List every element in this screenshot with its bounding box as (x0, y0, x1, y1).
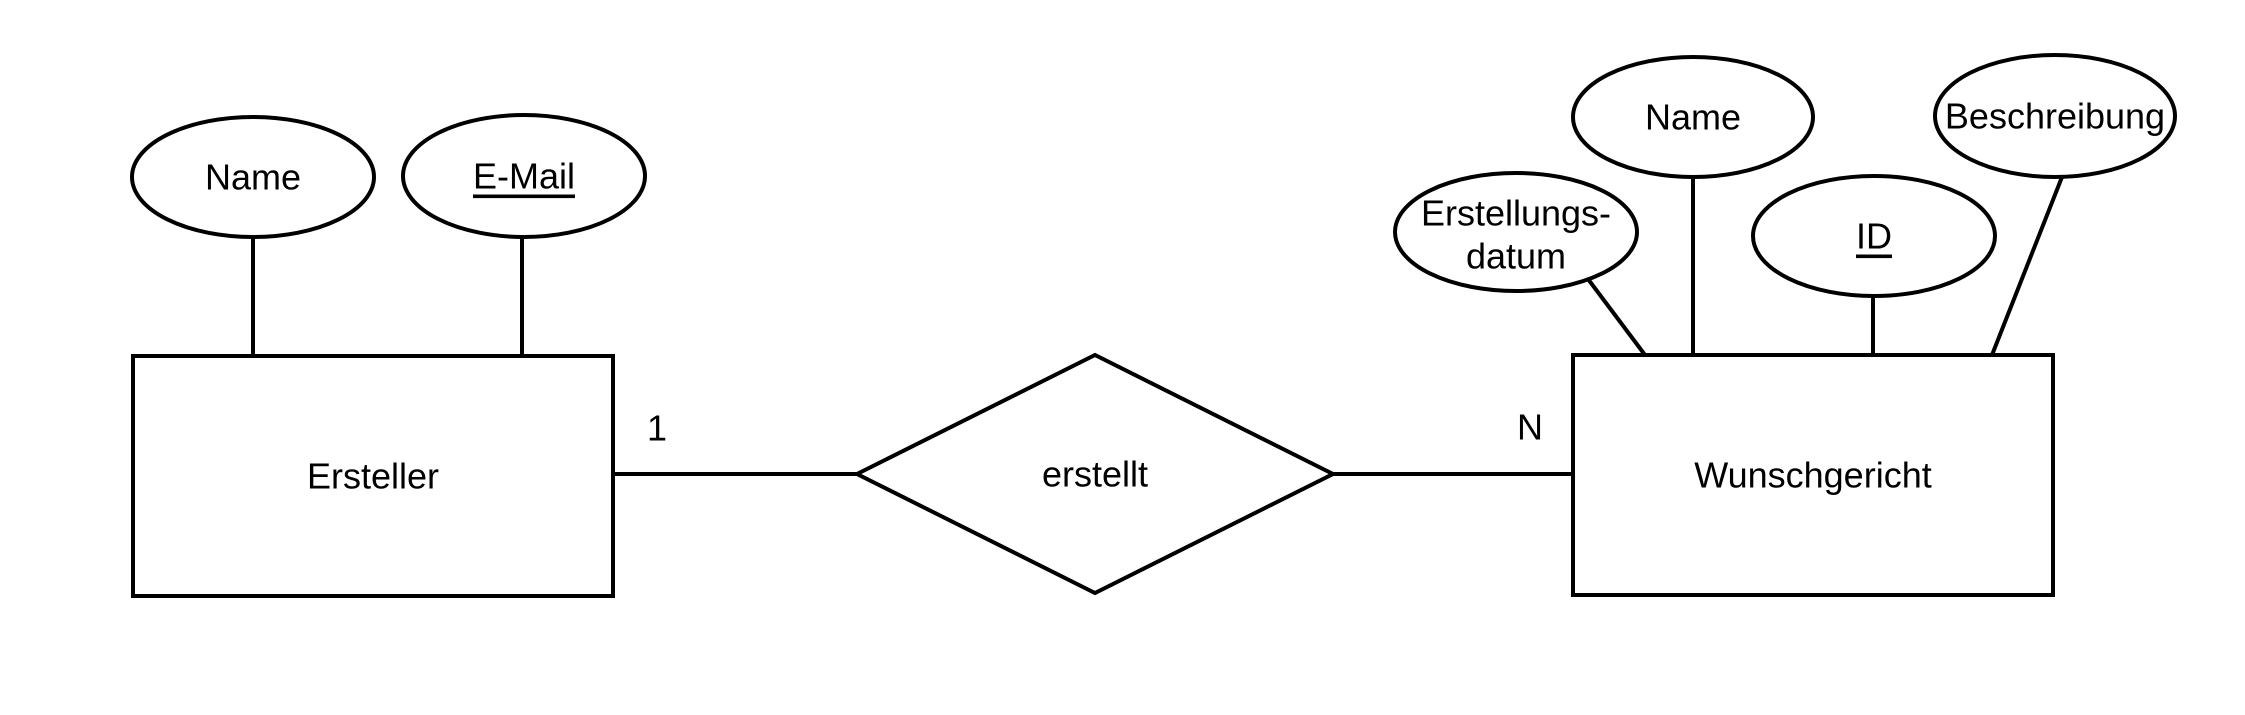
relationship-erstellt: 1 erstellt N (647, 352, 1543, 596)
wunschgericht-name-label: Name (1645, 97, 1741, 138)
erstellt-diamond (852, 352, 1338, 596)
ersteller-name-label: Name (205, 157, 301, 198)
wunschgericht-name-ellipse (1571, 55, 1815, 179)
attribute-wunschgericht-name: Name (1571, 55, 1815, 179)
ersteller-email-label: E-Mail (473, 156, 575, 197)
entity-ersteller: Ersteller (131, 354, 615, 598)
attribute-wunschgericht-erstellungsdatum: Erstellungs- datum (1393, 171, 1639, 293)
entity-wunschgericht: Wunschgericht (1571, 353, 2055, 597)
erstellt-label: erstellt (1042, 454, 1148, 495)
ersteller-rect (131, 354, 615, 598)
wunschgericht-id-label: ID (1856, 216, 1892, 257)
wunschgericht-id-ellipse (1751, 174, 1997, 298)
wunschgericht-beschreibung-label: Beschreibung (1945, 96, 2165, 137)
connectors (251, 176, 2064, 476)
wunschgericht-beschreibung-ellipse (1933, 53, 2177, 179)
ersteller-label: Ersteller (307, 456, 439, 497)
attribute-wunschgericht-id: ID (1751, 174, 1997, 298)
wunschgericht-beschreibung-connector (1990, 176, 2064, 356)
wunschgericht-erstellungsdatum-connector (1586, 277, 1647, 357)
wunschgericht-rect (1571, 353, 2055, 597)
wunschgericht-erstellungsdatum-label-line1: Erstellungs- (1421, 193, 1611, 234)
attribute-wunschgericht-beschreibung: Beschreibung (1933, 53, 2177, 179)
cardinality-right-label: N (1517, 407, 1543, 448)
wunschgericht-label: Wunschgericht (1694, 455, 1931, 496)
attribute-ersteller-email: E-Mail (401, 113, 647, 239)
ersteller-name-ellipse (130, 115, 376, 239)
wunschgericht-erstellungsdatum-ellipse (1393, 171, 1639, 293)
attribute-ersteller-name: Name (130, 115, 376, 239)
cardinality-left-label: 1 (647, 408, 667, 449)
wunschgericht-erstellungsdatum-label-line2: datum (1466, 236, 1566, 277)
ersteller-email-ellipse (401, 113, 647, 239)
